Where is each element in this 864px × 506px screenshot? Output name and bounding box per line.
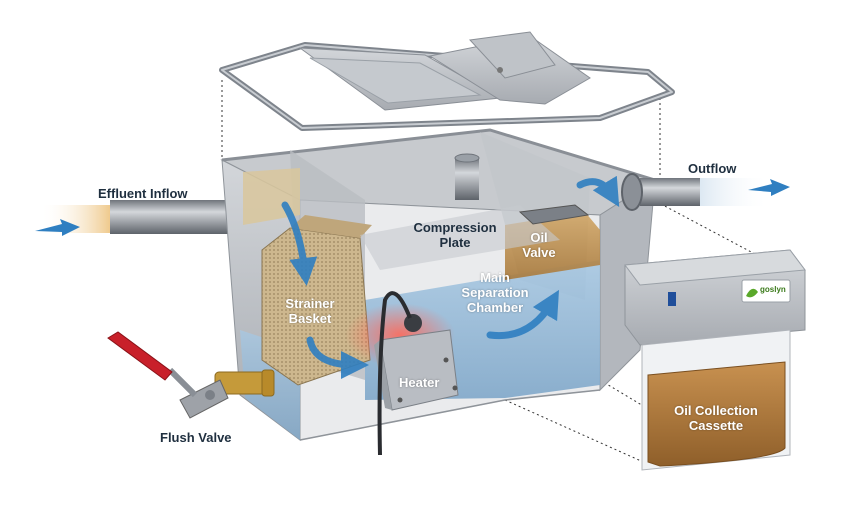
outflow-pipe bbox=[621, 173, 770, 211]
cassette-oil bbox=[647, 361, 786, 467]
label-oil-valve: Oil Valve bbox=[515, 230, 563, 260]
flow-arrows bbox=[281, 175, 620, 379]
label-oil-cassette-line-2: Cassette bbox=[688, 418, 744, 433]
label-strainer-basket: Strainer Basket bbox=[274, 296, 346, 326]
oil-valve bbox=[518, 204, 590, 225]
label-compression-plate: Compression Plate bbox=[400, 220, 510, 250]
cassette-guide-lines bbox=[504, 177, 771, 466]
compression-plate bbox=[360, 153, 560, 270]
label-flush-valve: Flush Valve bbox=[160, 430, 232, 445]
label-strainer-basket-line-1: Strainer bbox=[285, 296, 335, 311]
lid bbox=[219, 31, 675, 131]
label-compression-plate-line-1: Compression bbox=[413, 220, 497, 235]
label-main-chamber-line-3: Chamber bbox=[466, 300, 524, 315]
heater bbox=[345, 291, 459, 456]
inflow-arrow bbox=[35, 219, 80, 236]
valve-handle bbox=[107, 331, 173, 381]
flush-valve bbox=[107, 331, 275, 419]
label-main-chamber-line-1: Main bbox=[480, 270, 510, 285]
label-oil-cassette-line-1: Oil Collection bbox=[674, 403, 758, 418]
label-heater: Heater bbox=[399, 375, 440, 390]
label-main-separation-chamber: Main Separation Chamber bbox=[440, 270, 550, 315]
label-main-chamber-line-2: Separation bbox=[461, 285, 529, 300]
logo-badge bbox=[741, 279, 791, 303]
label-oil-valve-line-1: Oil bbox=[530, 230, 548, 245]
label-strainer-basket-line-2: Basket bbox=[288, 311, 332, 326]
oil-collection-unit bbox=[624, 249, 806, 471]
label-effluent-inflow: Effluent Inflow bbox=[98, 186, 188, 201]
label-oil-collection-cassette: Oil Collection Cassette bbox=[660, 403, 772, 433]
label-outflow: Outflow bbox=[688, 161, 737, 176]
strainer-basket bbox=[261, 215, 372, 386]
logo-text: goslyn bbox=[760, 285, 786, 294]
label-compression-plate-line-2: Plate bbox=[439, 235, 471, 250]
outflow-arrow bbox=[748, 179, 790, 196]
label-oil-valve-line-2: Valve bbox=[522, 245, 556, 260]
